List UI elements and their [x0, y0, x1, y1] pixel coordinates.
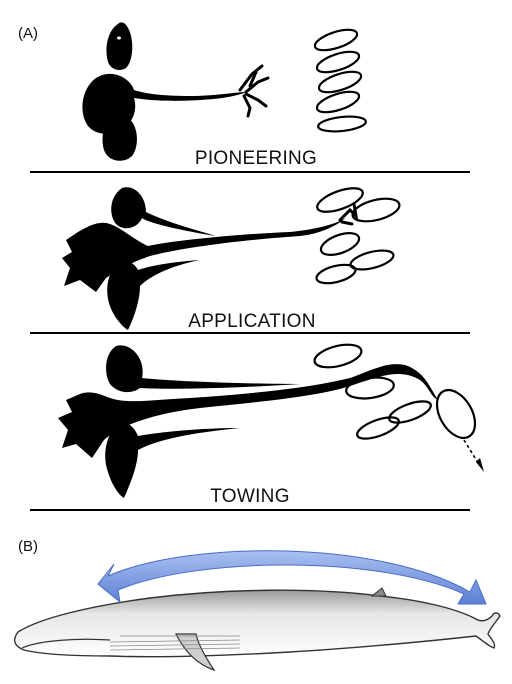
pioneering-illustration — [30, 22, 470, 173]
panel-b-label: (B) — [18, 538, 38, 555]
whale-flipper — [175, 633, 216, 672]
whale-dorsal-fin — [370, 587, 387, 597]
app-target-cells — [315, 187, 401, 285]
whale-jaw — [21, 638, 111, 649]
stage-label-pioneering: PIONEERING — [194, 148, 318, 169]
cell-body-top — [106, 22, 133, 70]
whale-illustration — [13, 550, 501, 672]
app-cell-top — [111, 187, 216, 236]
growth-cone — [238, 64, 270, 118]
panel-a-label: (A) — [18, 25, 38, 42]
whale-body — [13, 589, 501, 658]
app-cell-main — [62, 218, 346, 292]
stage-label-towing: TOWING — [210, 486, 290, 507]
app-cell-bottom — [107, 260, 200, 330]
whale-pleats — [109, 635, 241, 651]
application-illustration — [30, 187, 470, 334]
cell-body-bottom — [102, 115, 137, 161]
stage-label-application: APPLICATION — [188, 311, 316, 332]
migration-arrow — [97, 550, 487, 605]
towing-illustration — [30, 343, 484, 511]
tow-cell-bottom — [105, 422, 241, 498]
tow-target-cells — [313, 343, 477, 440]
tow-cell-main — [58, 364, 438, 458]
target-cells — [313, 28, 367, 133]
tow-cell-top — [106, 345, 301, 393]
